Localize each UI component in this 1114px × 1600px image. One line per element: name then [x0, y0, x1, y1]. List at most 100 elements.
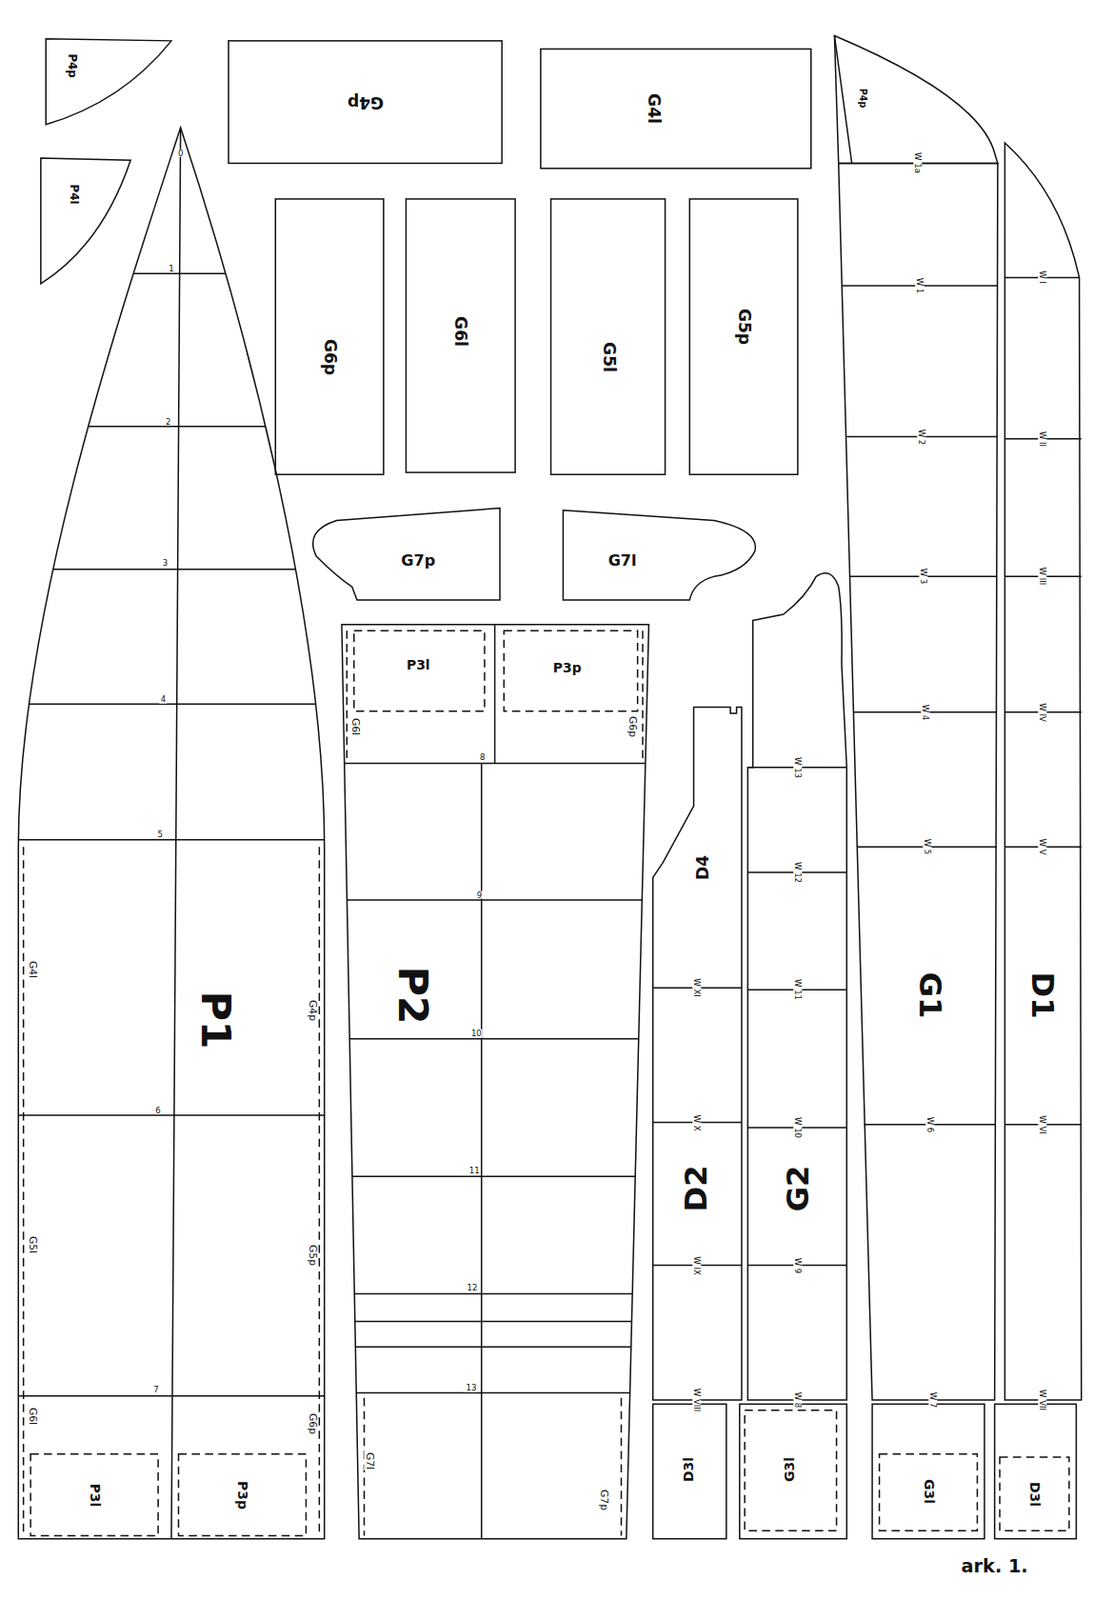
pattern-part: P3p: [178, 1453, 306, 1536]
station-mark: G7l: [363, 1451, 375, 1471]
part-label: P4p: [65, 53, 78, 78]
part-label: D2: [680, 1165, 712, 1213]
station-mark: W VII: [1038, 1388, 1048, 1412]
station-mark: W 5: [923, 837, 933, 856]
part-label: G4l: [644, 93, 661, 124]
pattern-part: D4: [657, 714, 740, 985]
station-mark: 10: [470, 1029, 483, 1038]
pattern-part: G3l: [879, 1453, 978, 1531]
pattern-part: D2: [653, 1124, 740, 1264]
pattern-part: G6p: [275, 198, 384, 475]
station-mark: W 1a: [914, 151, 923, 175]
station-mark: G7p: [598, 1488, 610, 1512]
station-mark: G5l: [27, 1234, 39, 1254]
station-mark: W 1: [915, 277, 925, 296]
station-mark: G6l: [349, 716, 360, 737]
part-label: G5l: [599, 341, 617, 373]
pattern-part: G4l: [540, 48, 812, 168]
sheet-number: ark. 1.: [960, 1556, 1030, 1575]
pattern-part: G2: [747, 1129, 847, 1263]
pattern-part: G7l: [562, 510, 760, 600]
station-mark: 13: [465, 1383, 478, 1393]
pattern-part: G5l: [551, 198, 666, 475]
station-mark: W 8: [794, 1391, 803, 1410]
part-label: P1: [196, 991, 238, 1050]
station-mark: W IX: [692, 1254, 701, 1276]
pattern-part: G6l: [405, 198, 516, 473]
pattern-part: G4p: [228, 40, 502, 164]
pattern-part: P3l: [354, 630, 485, 712]
pattern-part: P2 P3l P3p: [341, 624, 650, 1539]
station-mark: W 7: [929, 1391, 938, 1410]
part-label: P3p: [235, 1480, 249, 1510]
station-mark: 3: [161, 558, 169, 568]
pattern-part: P3l: [30, 1453, 159, 1536]
part-label: G4p: [346, 94, 383, 111]
pattern-part: G5p: [689, 198, 798, 475]
station-mark: 2: [164, 417, 172, 426]
part-label: G2: [782, 1165, 814, 1213]
station-mark: W V: [1038, 837, 1048, 856]
part-label: P3l: [406, 658, 431, 673]
pattern-part: D3l: [999, 1456, 1070, 1531]
station-mark: 5: [156, 830, 163, 839]
station-mark: G6l: [27, 1406, 39, 1426]
pattern-part: P4p: [45, 39, 172, 125]
station-mark: 7: [152, 1385, 160, 1394]
part-label: D4: [696, 855, 713, 880]
pattern-part: D3l: [653, 1403, 727, 1538]
part-label: D3l: [1027, 1481, 1041, 1507]
station-mark: W 11: [794, 977, 803, 1001]
station-mark: W VIII: [692, 1387, 701, 1413]
station-mark: W 3: [918, 567, 928, 586]
station-mark: W 10: [794, 1115, 803, 1139]
part-label: P2: [392, 965, 434, 1024]
pattern-part: G7p: [311, 508, 500, 600]
part-label: G3l: [783, 1456, 797, 1482]
station-mark: W I: [1038, 270, 1048, 286]
station-mark: G5p: [306, 1243, 318, 1267]
station-mark: G6p: [306, 1412, 318, 1435]
pattern-part: G3l: [744, 1410, 836, 1531]
station-mark: W 13: [794, 755, 803, 779]
pattern-part: P4l: [40, 158, 131, 284]
part-label: P4p: [858, 88, 869, 109]
station-mark: W X: [692, 1113, 701, 1132]
part-label: G5p: [735, 308, 752, 345]
station-mark: G6p: [627, 715, 638, 738]
station-mark: W IV: [1038, 701, 1048, 723]
station-mark: W VI: [1038, 1114, 1048, 1135]
station-mark: 8: [478, 753, 486, 762]
part-label: D1: [1027, 971, 1058, 1018]
station-mark: W II: [1038, 430, 1048, 448]
pattern-part: P4p: [838, 39, 995, 162]
station-mark: 0: [177, 148, 184, 158]
station-mark: W 9: [794, 1255, 803, 1274]
station-mark: 6: [154, 1105, 161, 1114]
station-mark: 12: [466, 1283, 479, 1293]
part-label: G6l: [452, 316, 469, 347]
pattern-part: P3p: [503, 630, 637, 712]
station-mark: G4p: [306, 998, 318, 1022]
station-mark: W 6: [926, 1114, 935, 1134]
station-mark: W III: [1038, 566, 1048, 587]
pattern-part: G1G3l: [838, 165, 998, 1400]
station-mark: 1: [167, 263, 175, 273]
station-mark: 11: [468, 1166, 481, 1175]
part-label: G3l: [921, 1478, 935, 1504]
station-mark: W XI: [692, 976, 701, 998]
part-label: P4l: [67, 183, 80, 204]
station-mark: W 2: [916, 427, 926, 446]
part-label: G7l: [608, 553, 637, 569]
pattern-part: P1P3l P3p: [18, 127, 324, 1539]
part-label: G6p: [320, 338, 338, 376]
part-label: P3l: [87, 1482, 101, 1507]
part-label: D3l: [682, 1456, 697, 1482]
station-mark: G4l: [27, 959, 39, 979]
part-label: G1: [915, 971, 946, 1018]
station-mark: W 4: [920, 703, 930, 722]
station-mark: 9: [476, 890, 483, 899]
part-label: G7p: [400, 553, 436, 569]
